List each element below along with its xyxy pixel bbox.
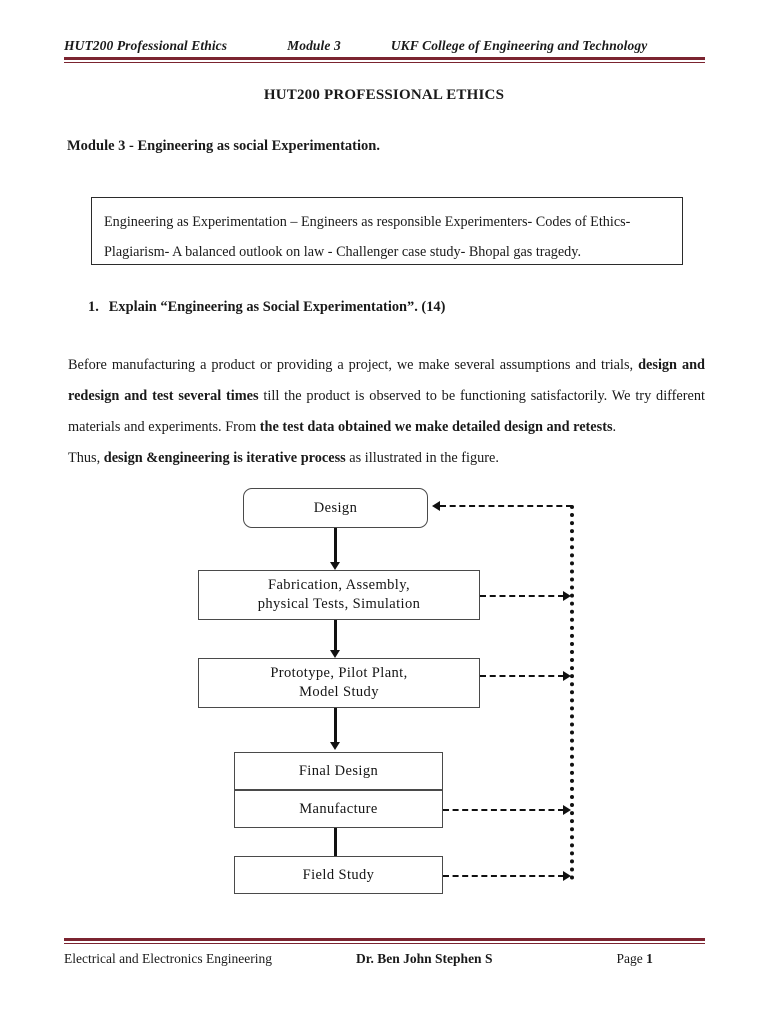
- flow-node-fabrication-label-line2: physical Tests, Simulation: [257, 596, 421, 612]
- arrowhead-fabrication-to-bus: [563, 591, 571, 601]
- page-title: HUT200 PROFESSIONAL ETHICS: [263, 87, 505, 103]
- footer-row: Electrical and Electronics Engineering D…: [64, 951, 705, 967]
- flow-node-design: Design: [243, 488, 428, 528]
- feedback-edge-prototype-to-bus: [480, 675, 564, 677]
- feedback-edge-manufacture-to-bus: [443, 809, 564, 811]
- p1-run-a: Before manufacturing a product or provid…: [68, 357, 639, 373]
- arrowhead-manufacture-to-bus: [563, 805, 571, 815]
- flow-node-prototype-label-line2: Model Study: [299, 684, 379, 700]
- arrowhead-design-to-fabrication: [330, 562, 340, 570]
- flow-node-fabrication-label-line1: Fabrication, Assembly,: [268, 577, 410, 593]
- paragraph-1: Before manufacturing a product or provid…: [68, 350, 705, 443]
- p1-run-b: design and redesign and test several tim…: [68, 357, 705, 404]
- p2-run-a: Thus,: [68, 450, 104, 466]
- question-heading: 1. Explain “Engineering as Social Experim…: [88, 299, 445, 316]
- page-footer: Electrical and Electronics Engineering D…: [64, 938, 705, 967]
- syllabus-line-2: Plagiarism- A balanced outlook on law - …: [104, 244, 581, 260]
- p2-run-b: design &engineering is iterative process: [103, 450, 346, 466]
- p1-run-e: .: [612, 419, 617, 435]
- flow-node-field-study-label: Field Study: [302, 866, 375, 883]
- feedback-edge-bus-to-design: [440, 505, 572, 507]
- p2-run-c: as illustrated in the figure.: [345, 450, 499, 466]
- footer-page-number: 1: [646, 950, 653, 966]
- arrowhead-fabrication-to-prototype: [330, 650, 340, 658]
- feedback-bus-line: [570, 505, 574, 880]
- footer-author: Dr. Ben John Stephen S: [356, 950, 493, 966]
- iterative-design-flowchart: Design Fabrication, Assembly, physical T…: [0, 470, 768, 910]
- header-module: Module 3: [287, 38, 341, 53]
- footer-page: Page 1: [616, 951, 652, 967]
- flow-node-final-design-label: Final Design: [298, 762, 379, 779]
- header-course-title: HUT200 Professional Ethics: [64, 38, 228, 53]
- arrowhead-bus-to-design: [432, 501, 440, 511]
- flow-node-manufacture-label: Manufacture: [299, 800, 378, 817]
- syllabus-box: Engineering as Experimentation – Enginee…: [91, 197, 683, 265]
- connector-fabrication-to-prototype: [334, 620, 337, 652]
- paragraph-2: Thus, design &engineering is iterative p…: [68, 443, 705, 474]
- syllabus-line-1: Engineering as Experimentation – Enginee…: [104, 214, 631, 230]
- connector-manufacture-to-field-study: [334, 828, 337, 860]
- flow-node-field-study: Field Study: [234, 856, 443, 894]
- connector-design-to-fabrication: [334, 528, 337, 564]
- arrowhead-field-study-to-bus: [563, 871, 571, 881]
- page-header: HUT200 Professional Ethics Module 3 UKF …: [64, 38, 705, 63]
- question-text: Explain “Engineering as Social Experimen…: [108, 299, 446, 315]
- header-rule: [64, 57, 705, 63]
- flow-node-fabrication: Fabrication, Assembly, physical Tests, S…: [198, 570, 480, 620]
- header-institution: UKF College of Engineering and Technolog…: [390, 38, 648, 53]
- module-heading: Module 3 - Engineering as social Experim…: [67, 138, 380, 154]
- question-number: 1.: [88, 299, 99, 315]
- footer-page-label: Page: [616, 950, 647, 966]
- footer-department: Electrical and Electronics Engineering: [64, 950, 273, 966]
- feedback-edge-fabrication-to-bus: [480, 595, 564, 597]
- connector-prototype-to-final-design: [334, 708, 337, 744]
- arrowhead-prototype-to-bus: [563, 671, 571, 681]
- flow-node-final-design: Final Design: [234, 752, 443, 790]
- p1-run-c: till the product is observed to be funct…: [68, 388, 705, 435]
- body-text: Before manufacturing a product or provid…: [68, 350, 705, 474]
- flow-node-manufacture: Manufacture: [234, 790, 443, 828]
- p1-run-d: the test data obtained we make detailed …: [259, 419, 613, 435]
- footer-rule: [64, 938, 705, 944]
- header-row: HUT200 Professional Ethics Module 3 UKF …: [64, 38, 705, 54]
- flow-node-design-label: Design: [313, 499, 358, 516]
- flow-node-prototype-label-line1: Prototype, Pilot Plant,: [270, 665, 408, 681]
- feedback-edge-field-study-to-bus: [443, 875, 564, 877]
- flow-node-prototype: Prototype, Pilot Plant, Model Study: [198, 658, 480, 708]
- arrowhead-prototype-to-final-design: [330, 742, 340, 750]
